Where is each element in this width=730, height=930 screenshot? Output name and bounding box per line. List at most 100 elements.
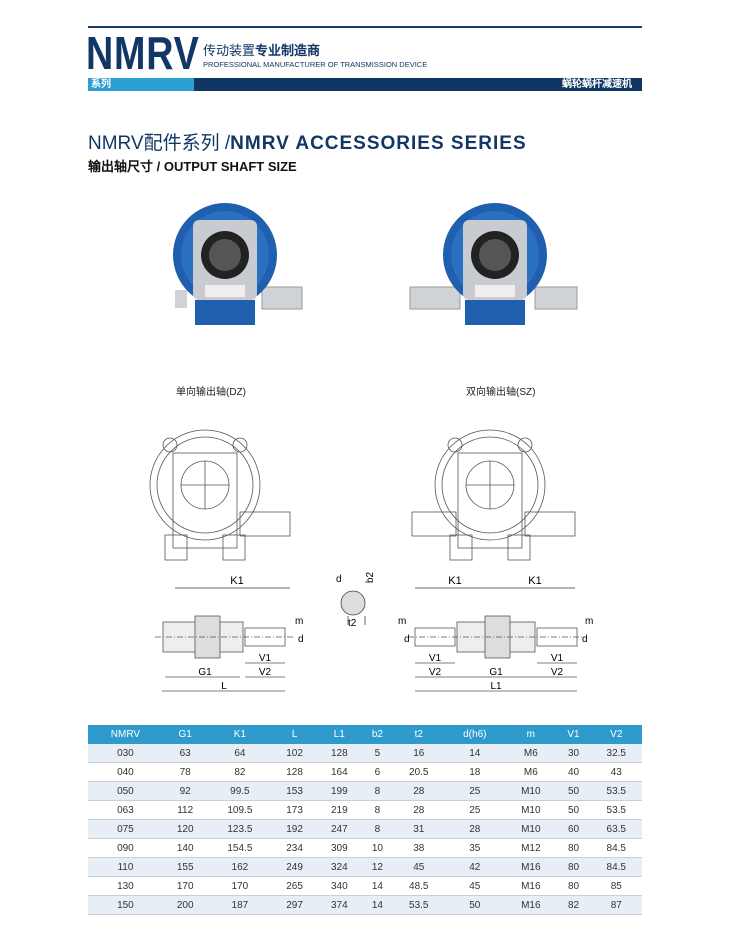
table-cell: 63 [162, 744, 208, 763]
table-cell: 102 [272, 744, 317, 763]
table-cell: M6 [505, 744, 557, 763]
dim-k1-left: K1 [448, 575, 461, 587]
column-header: L1 [316, 725, 362, 744]
table-cell: 53.5 [393, 895, 445, 915]
dim-v1-single: V1 [259, 653, 272, 664]
key-section: d b2 t2 [336, 571, 376, 629]
table-cell: 130 [88, 876, 163, 896]
table-cell: 199 [316, 781, 362, 801]
table-cell: 234 [272, 838, 317, 858]
series-label: 系列 [88, 78, 194, 91]
table-cell: 50 [556, 800, 591, 820]
table-cell: 78 [162, 762, 208, 782]
table-cell: 53.5 [590, 781, 642, 801]
product-label: 蜗轮蜗杆减速机 [562, 79, 632, 90]
table-cell: 265 [272, 876, 317, 896]
table-cell: 42 [444, 857, 506, 877]
table-cell: M16 [505, 857, 557, 877]
page-title: NMRV配件系列 /NMRV ACCESSORIES SERIES [88, 128, 527, 155]
table-cell: 110 [88, 857, 163, 877]
table-cell: 324 [316, 857, 362, 877]
table-cell: M16 [505, 876, 557, 896]
column-header: V2 [590, 725, 642, 744]
table-cell: 128 [272, 762, 317, 782]
column-header: G1 [162, 725, 208, 744]
table-cell: 99.5 [207, 781, 273, 801]
table-cell: 8 [361, 819, 394, 839]
tagline-cn-light: 传动装置 [203, 43, 256, 58]
table-cell: 87 [590, 895, 642, 915]
table-cell: 14 [361, 876, 394, 896]
table-cell: 173 [272, 800, 317, 820]
table-cell: 28 [444, 819, 506, 839]
shaft-single: m d V1 V2 G1 L [155, 615, 304, 692]
table-cell: 63.5 [590, 819, 642, 839]
column-header: m [505, 725, 557, 744]
table-cell: 12 [361, 857, 394, 877]
dim-m-left: m [398, 616, 406, 627]
table-cell: 16 [393, 744, 445, 763]
dim-v2-left: V2 [429, 667, 442, 678]
table-cell: 30 [556, 744, 591, 763]
photo-double-output [409, 203, 578, 325]
dim-k1: K1 [230, 575, 243, 587]
photo-single-output [173, 203, 303, 325]
section-subtitle: 输出轴尺寸 / OUTPUT SHAFT SIZE [88, 159, 297, 174]
table-cell: 18 [444, 762, 506, 782]
table-cell: 075 [88, 819, 163, 839]
dim-v2-right: V2 [551, 667, 564, 678]
table-cell: 48.5 [393, 876, 445, 896]
table-cell: 43 [590, 762, 642, 782]
table-cell: 82 [207, 762, 273, 782]
dim-g1-single: G1 [198, 667, 212, 678]
table-cell: 25 [444, 781, 506, 801]
table-cell: 247 [316, 819, 362, 839]
table-cell: 170 [162, 876, 208, 896]
table-cell: 53.5 [590, 800, 642, 820]
table-cell: 120 [162, 819, 208, 839]
table-cell: 040 [88, 762, 163, 782]
table-cell: M12 [505, 838, 557, 858]
dim-d-single: d [298, 634, 304, 645]
column-header: L [272, 725, 317, 744]
table-cell: 219 [316, 800, 362, 820]
table-cell: M10 [505, 819, 557, 839]
dim-v1-right: V1 [551, 653, 564, 664]
caption-double: 双向输出轴(SZ) [466, 387, 536, 398]
table-cell: 192 [272, 819, 317, 839]
table-cell: 112 [162, 800, 208, 820]
table-cell: 60 [556, 819, 591, 839]
table-cell: 187 [207, 895, 273, 915]
table-cell: 14 [444, 744, 506, 763]
table-cell: 84.5 [590, 857, 642, 877]
table-cell: 297 [272, 895, 317, 915]
dim-t2: t2 [348, 618, 357, 629]
table-cell: 340 [316, 876, 362, 896]
drawing-single: K1 [149, 429, 291, 589]
table-cell: 170 [207, 876, 273, 896]
table-cell: 140 [162, 838, 208, 858]
drawing-double: K1 K1 [411, 429, 576, 589]
table-cell: M10 [505, 800, 557, 820]
table-cell: 28 [393, 781, 445, 801]
tagline-en: PROFESSIONAL MANUFACTURER OF TRANSMISSIO… [203, 60, 428, 69]
dim-l1: L1 [490, 681, 502, 692]
table-cell: 109.5 [207, 800, 273, 820]
dim-b2: b2 [365, 571, 376, 583]
dim-k1-right: K1 [528, 575, 541, 587]
table-cell: 84.5 [590, 838, 642, 858]
column-header: NMRV [88, 725, 163, 744]
table-cell: 200 [162, 895, 208, 915]
table-cell: 40 [556, 762, 591, 782]
column-header: K1 [207, 725, 273, 744]
column-header: V1 [556, 725, 591, 744]
tagline-cn-bold: 专业制造商 [255, 43, 321, 58]
